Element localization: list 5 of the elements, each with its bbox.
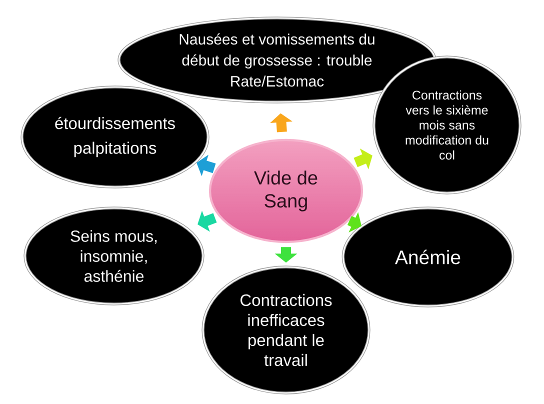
ellipse-node: Seins mous, insomnie, asthénie	[24, 206, 204, 306]
ellipse-node: Anémie	[342, 206, 514, 308]
ellipse-node: Contractions vers le sixième mois sans modification du col	[372, 56, 522, 194]
ellipse-node: étourdissements palpitations	[20, 86, 210, 188]
ellipse-node: Contractions inefficaces pendant le travail	[202, 266, 370, 394]
